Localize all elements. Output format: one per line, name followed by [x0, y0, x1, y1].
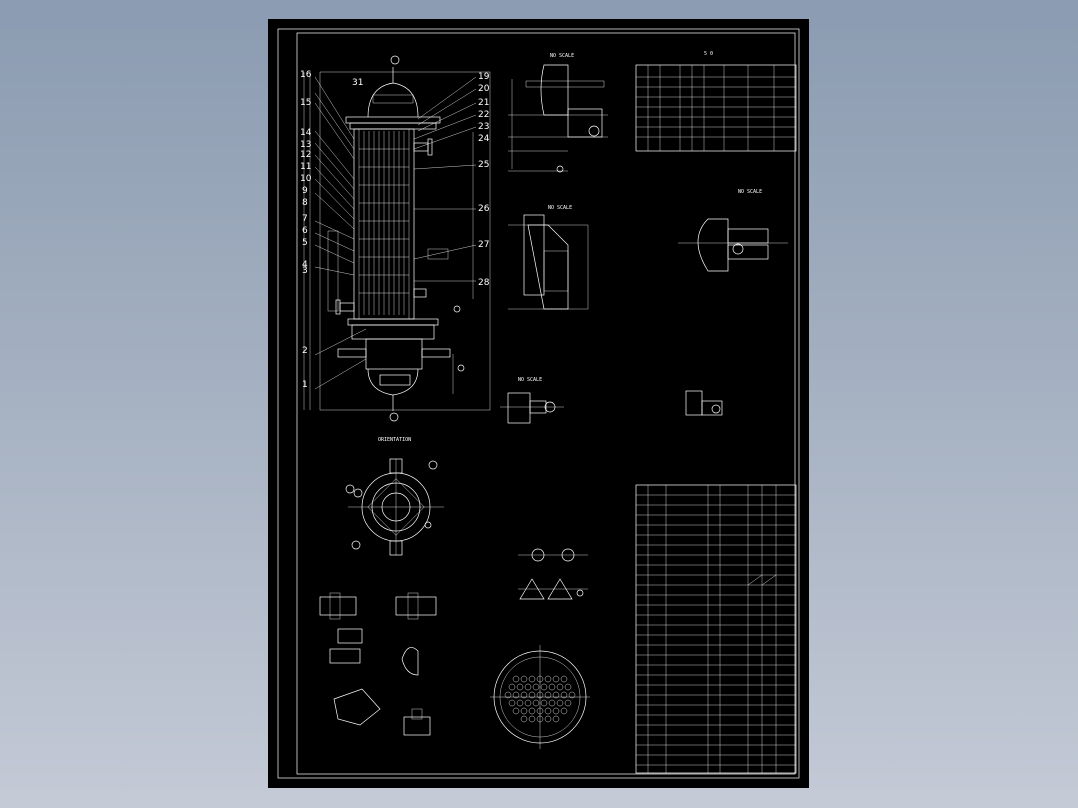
svg-text:22: 22: [478, 110, 489, 120]
detail-right-gasket: [678, 218, 788, 272]
nozzle-table: [635, 64, 797, 152]
engineering-drawing: 16 15 14 13 12 11 10 9 8 7 6 5 4 3 2 1 1…: [277, 28, 800, 779]
detail-bolt: [500, 392, 564, 424]
tubesheet-layout: [490, 645, 590, 749]
svg-text:5: 5: [302, 238, 308, 248]
svg-text:3: 3: [302, 266, 308, 276]
svg-text:24: 24: [478, 134, 490, 144]
svg-text:23: 23: [478, 122, 489, 132]
svg-text:11: 11: [300, 162, 311, 172]
svg-text:13: 13: [300, 140, 311, 150]
svg-text:14: 14: [300, 128, 312, 138]
svg-text:27: 27: [478, 240, 489, 250]
svg-text:2: 2: [302, 346, 308, 356]
svg-text:NO SCALE: NO SCALE: [548, 205, 572, 211]
detail-views-bottom-left: [319, 592, 437, 736]
detail-valve-symbols: [518, 548, 588, 600]
svg-text:ORIENTATION: ORIENTATION: [378, 437, 411, 443]
svg-text:15: 15: [300, 98, 311, 108]
svg-text:8: 8: [302, 198, 308, 208]
svg-text:9: 9: [302, 186, 308, 196]
svg-text:4: 4: [302, 260, 308, 270]
svg-text:21: 21: [478, 98, 489, 108]
svg-text:20: 20: [478, 84, 490, 94]
svg-text:26: 26: [478, 204, 490, 214]
detail-flange-section: [508, 214, 589, 310]
svg-text:NO SCALE: NO SCALE: [550, 53, 574, 59]
svg-text:19: 19: [478, 72, 490, 82]
svg-text:12: 12: [300, 150, 311, 160]
nozzle-top-marker: [390, 55, 400, 65]
detail-right-small: [685, 390, 723, 416]
svg-text:NO SCALE: NO SCALE: [518, 377, 542, 383]
nozzle-table-header: 5 0: [704, 51, 713, 57]
outer-frame: [277, 28, 800, 779]
svg-text:7: 7: [302, 214, 308, 224]
svg-text:16: 16: [300, 70, 312, 80]
detail-nozzle-section: [508, 64, 608, 173]
vessel-elevation: [303, 55, 491, 422]
inner-frame: [296, 32, 796, 775]
svg-text:1: 1: [302, 380, 308, 390]
svg-text:31: 31: [352, 78, 363, 88]
parts-list-table: [635, 484, 797, 774]
svg-text:10: 10: [300, 174, 312, 184]
orientation-view: [345, 458, 444, 556]
svg-text:6: 6: [302, 226, 308, 236]
svg-text:28: 28: [478, 278, 490, 288]
svg-text:NO SCALE: NO SCALE: [738, 189, 762, 195]
drawing-sheet: 16 15 14 13 12 11 10 9 8 7 6 5 4 3 2 1 1…: [268, 19, 809, 788]
svg-text:25: 25: [478, 160, 489, 170]
